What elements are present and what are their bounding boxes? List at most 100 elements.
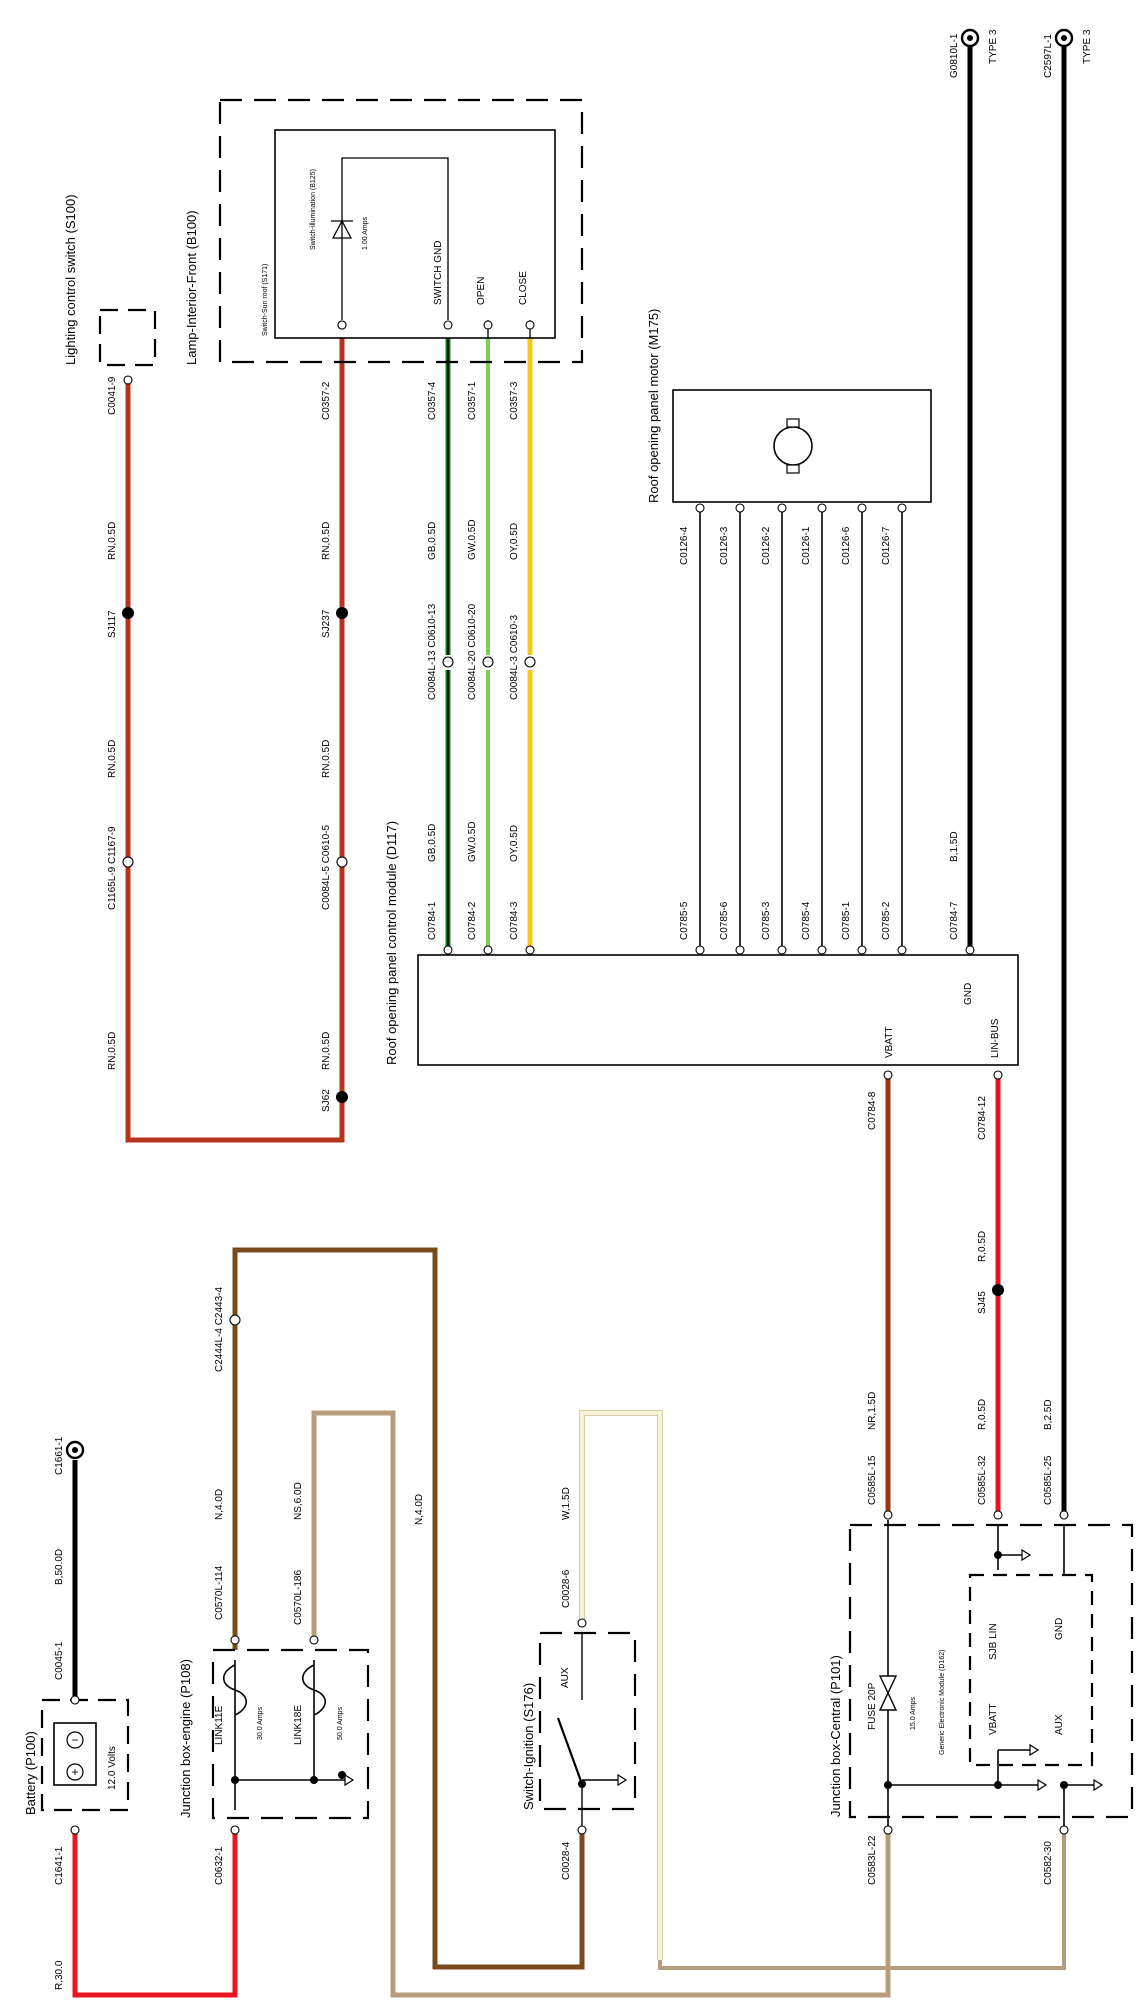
battery-neg-icon — [66, 1731, 84, 1749]
label-ground-1: G0810L-1 — [949, 33, 960, 78]
lighting-switch-box — [98, 308, 157, 367]
wl-c0785-6: C0785-6 — [719, 901, 730, 940]
label-battery-volts: 12.0 Volts — [107, 1746, 118, 1790]
pin-gnd: GND — [963, 983, 974, 1005]
wl-c0041-9: C0041-9 — [107, 376, 118, 415]
wl-gb-2: GB,0.5D — [427, 824, 438, 862]
label-lighting-switch: Lighting control switch (S100) — [63, 194, 78, 365]
pin-switch-gnd: SWITCH GND — [433, 241, 444, 305]
label-ground-1-type: TYPE 3 — [988, 29, 999, 64]
wl-c1661: C1661-1 — [54, 1436, 65, 1475]
splice-dots — [122, 607, 1068, 1789]
wl-sj117: SJ117 — [107, 610, 118, 638]
label-jb-gnd: GND — [1054, 1618, 1065, 1640]
motor-wires — [699, 508, 903, 950]
link11e-icon — [222, 1664, 248, 1716]
wl-c0084l-13: C0084L-13 C0610-13 — [427, 603, 438, 700]
wl-c1641: C1641-1 — [54, 1846, 65, 1885]
splice-sj237 — [336, 607, 348, 619]
ground-eyelet-1-hole — [967, 35, 973, 41]
label-sunroof-switch: Switch-Sun roof (S171) — [262, 264, 269, 336]
motor-brush-bottom — [786, 464, 800, 474]
label-ground-2-type: TYPE 3 — [1082, 29, 1093, 64]
node-jb-vbatt — [994, 1781, 1002, 1789]
wl-c0084l-20: C0084L-20 C0610-20 — [467, 603, 478, 700]
splice-sj45 — [992, 1284, 1004, 1296]
label-gem: Generic Electronic Module (D162) — [939, 1650, 946, 1755]
link18e-icon — [301, 1664, 327, 1716]
control-module-box[interactable] — [417, 954, 1019, 1066]
label-fuse20p-amps: 15.0 Amps — [910, 1696, 917, 1730]
wl-c0582-30: C0582-30 — [1043, 1841, 1054, 1885]
label-ign-aux: AUX — [560, 1667, 571, 1688]
node-jb-engine — [231, 1776, 239, 1784]
ign-ground-icon — [617, 1773, 628, 1787]
lamp-interior-box — [218, 98, 584, 364]
wl-c0357-1: C0357-1 — [467, 381, 478, 420]
wl-c0357-4: C0357-4 — [427, 381, 438, 420]
label-lamp-interior: Lamp-Interior-Front (B100) — [184, 210, 199, 365]
wl-b25: B,2.5D — [1043, 1399, 1054, 1430]
wl-w15: W,1.5D — [561, 1487, 572, 1520]
wire-w-aux — [580, 1411, 662, 1960]
pin-vbatt: VBATT — [884, 1027, 895, 1058]
wl-c0632: C0632-1 — [214, 1846, 225, 1885]
motor-brush-top — [786, 418, 800, 428]
wire-w-outline — [579, 1410, 663, 1960]
label-jb-engine: Junction box-engine (P108) — [178, 1659, 193, 1818]
ground-eyelet-2-hole — [1061, 35, 1067, 41]
label-ground-2: C2597L-1 — [1043, 34, 1054, 78]
pin-open: OPEN — [476, 277, 487, 305]
label-jb-vbatt: VBATT — [988, 1704, 999, 1735]
wl-c0785-2: C0785-2 — [881, 901, 892, 940]
pin-close: CLOSE — [518, 271, 529, 305]
ignition-box — [538, 1631, 637, 1811]
wl-r30: R,30.0 — [54, 1960, 65, 1990]
wl-c0585-15: C0585L-15 — [867, 1455, 878, 1505]
wl-rn-a1: RN,0.5D — [107, 522, 118, 560]
wl-c0785-3: C0785-3 — [761, 901, 772, 940]
wl-b15: B,1.5D — [949, 831, 960, 862]
label-battery: Battery (P100) — [23, 1731, 38, 1815]
wl-c0570-114: C0570L-114 — [214, 1565, 225, 1620]
label-link11e: LINK11E — [214, 1705, 225, 1745]
battery-minus-glyph: − — [71, 1733, 78, 1747]
label-ignition: Switch-Ignition (S176) — [521, 1683, 536, 1810]
wl-c0028-4: C0028-4 — [561, 1841, 572, 1880]
node-jb-aux — [1060, 1781, 1068, 1789]
wl-rn-b2: RN,0.5D — [321, 740, 332, 778]
wl-oy-1: OY,0.5D — [509, 523, 520, 560]
label-sjb-lin: SJB LIN — [988, 1623, 999, 1660]
battery-pos-icon — [66, 1763, 84, 1781]
node-ign-aux — [338, 1771, 346, 1779]
wl-c0357-3: C0357-3 — [509, 381, 520, 420]
ign-switch-blade — [556, 1717, 584, 1785]
wl-b50: B,50.0D — [54, 1549, 65, 1585]
gem-vbatt-arrow — [1029, 1743, 1040, 1757]
gem-box — [968, 1573, 1094, 1767]
wl-r05b: R,0.5D — [977, 1399, 988, 1430]
label-motor: Roof opening panel motor (M175) — [646, 309, 661, 503]
wl-c0784-1: C0784-1 — [427, 901, 438, 940]
wire-n-link11e — [232, 1247, 585, 1970]
wl-c0784-7: C0784-7 — [949, 901, 960, 940]
motor-icon — [773, 426, 813, 466]
wl-ns60: NS,6.0D — [293, 1482, 304, 1520]
wl-oy-2: OY,0.5D — [509, 825, 520, 862]
wl-c0784-8: C0784-8 — [867, 1091, 878, 1130]
wl-c0784-2: C0784-2 — [467, 901, 478, 940]
wl-c0028-6: C0028-6 — [561, 1569, 572, 1608]
splice-sj117 — [122, 607, 134, 619]
wl-c0126-2: C0126-2 — [761, 526, 772, 565]
sunroof-switch-box[interactable] — [274, 129, 556, 339]
wl-sj45: SJ45 — [977, 1291, 988, 1314]
pin-linbus: LIN-BUS — [990, 1018, 1001, 1058]
wl-c0084l-3: C0084L-3 C0610-3 — [509, 615, 520, 700]
node-ign — [578, 1780, 586, 1788]
wl-c2444: C2444L-4 C2443-4 — [214, 1287, 225, 1372]
jb-aux-arrow — [1093, 1778, 1104, 1792]
wl-sj62: SJ62 — [321, 1089, 332, 1112]
wl-rn-b1: RN,0.5D — [321, 522, 332, 560]
wire-ns-aux — [658, 1830, 1066, 1970]
